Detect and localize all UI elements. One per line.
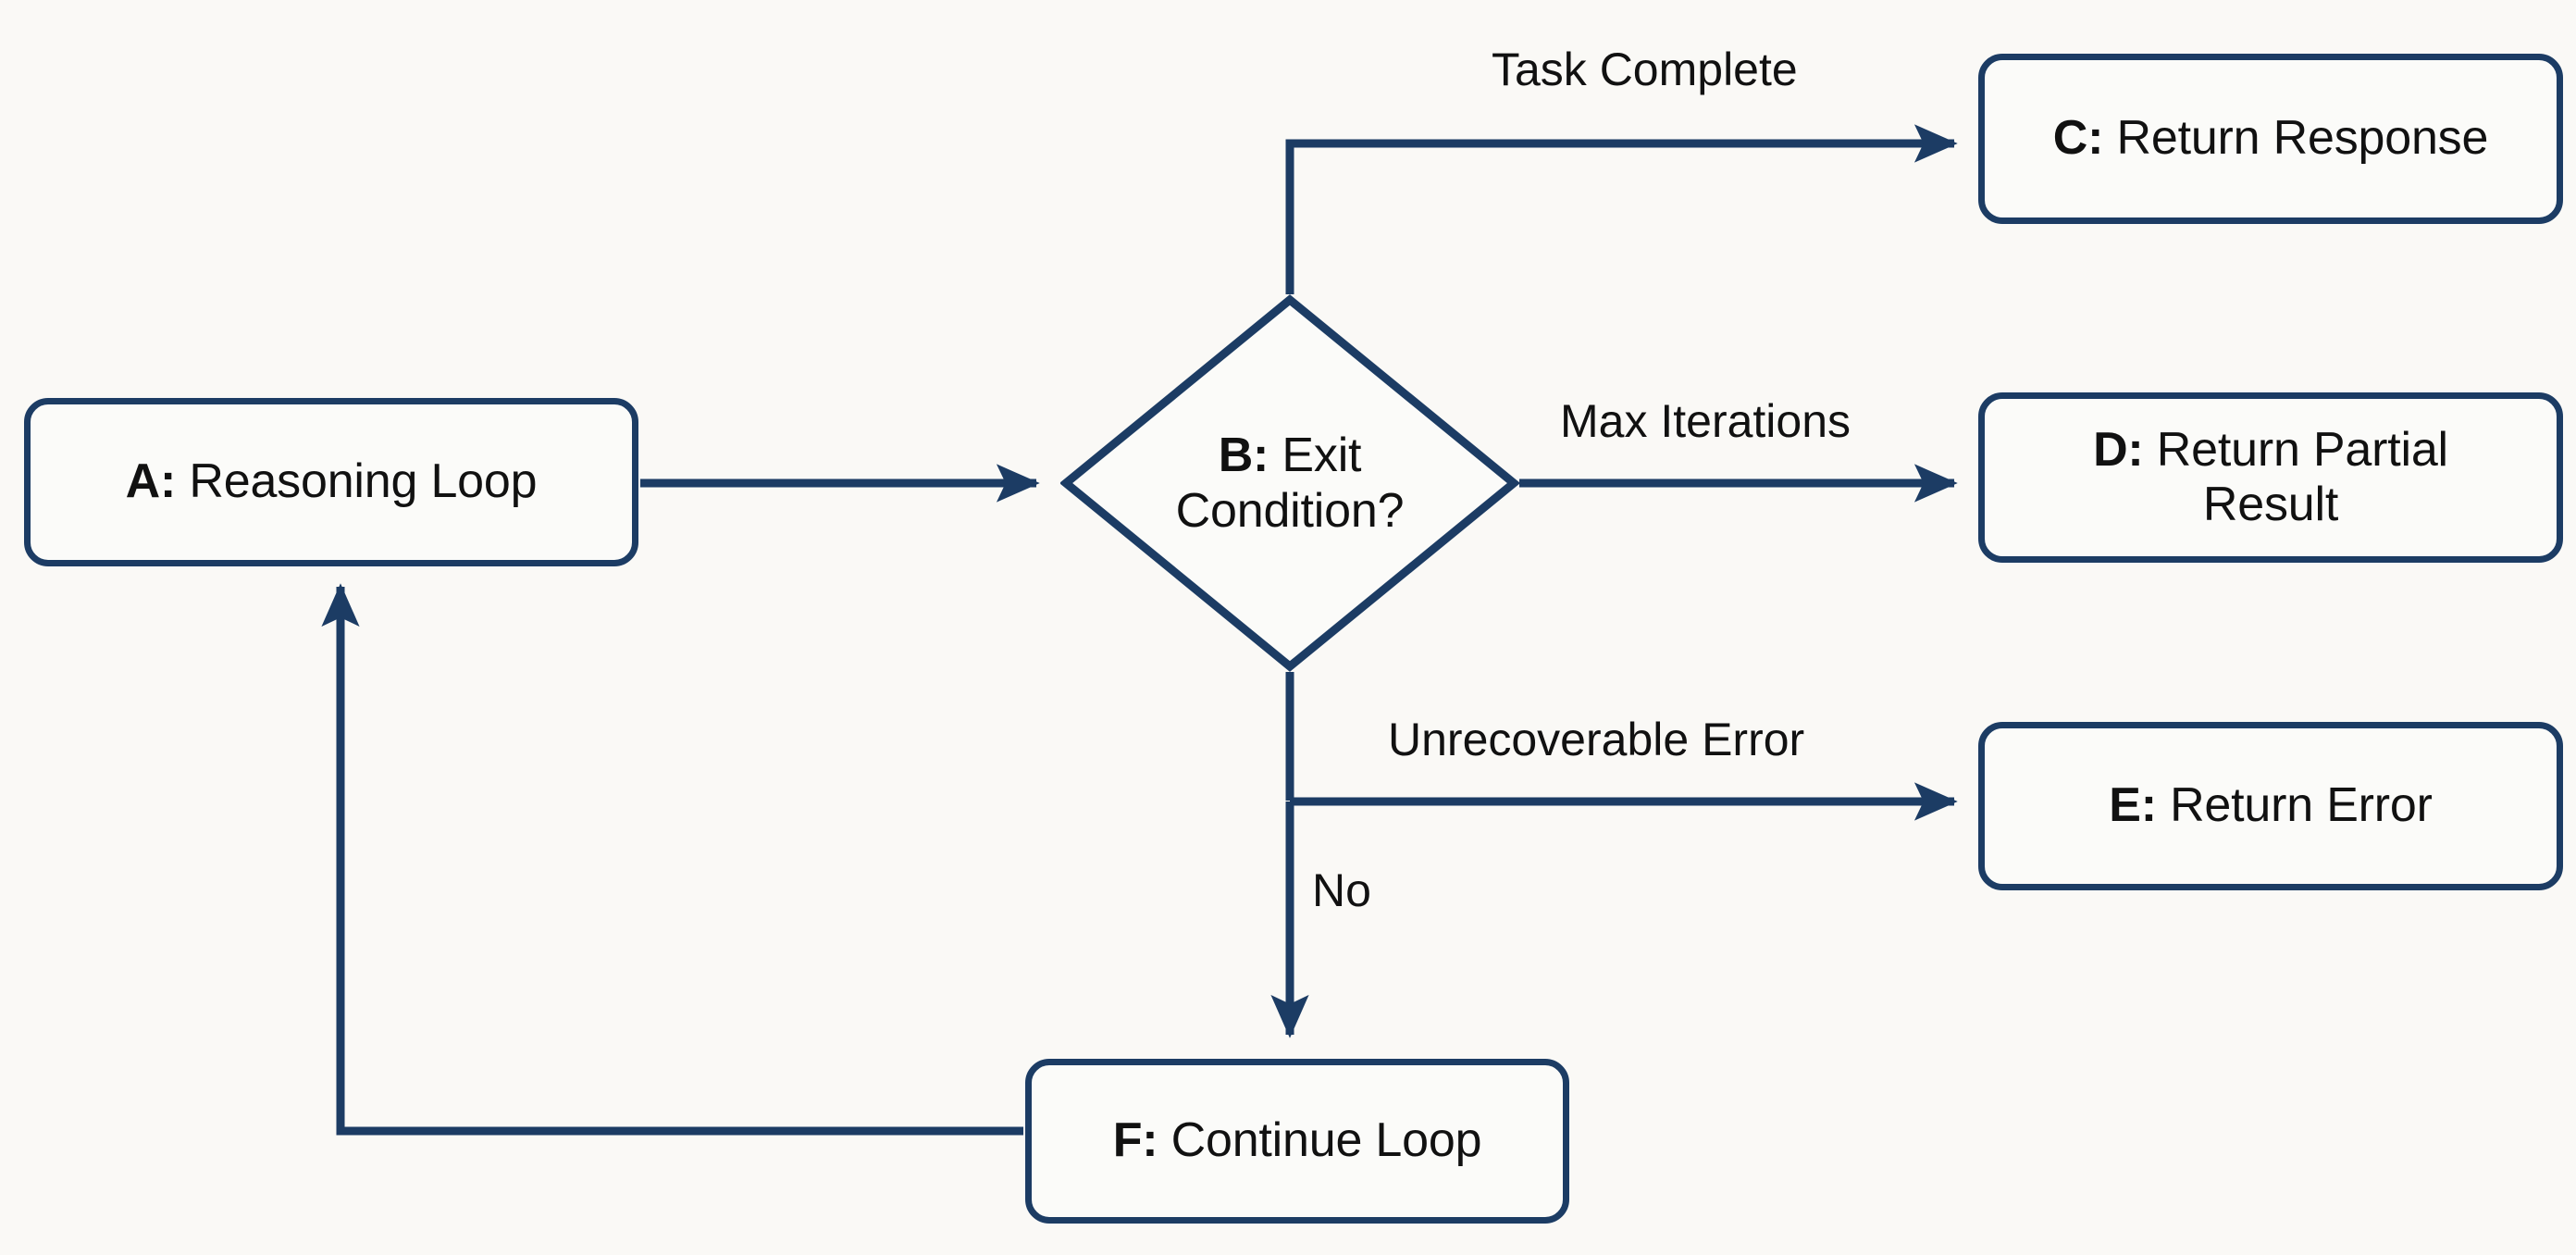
node-d-key: D:: [2093, 422, 2157, 477]
node-f-label: Continue Loop: [1170, 1113, 1482, 1168]
node-f-key: F:: [1112, 1113, 1171, 1168]
edge-label-unrecoverable-error: Unrecoverable Error: [1388, 714, 1805, 765]
node-e-key: E:: [2109, 778, 2171, 833]
node-d-label-line2: Result: [2202, 478, 2339, 531]
diamond-shape: [1060, 294, 1519, 672]
node-a-key: A:: [125, 454, 190, 509]
node-b-exit-condition[interactable]: B: Exit Condition?: [1060, 294, 1519, 672]
node-c-key: C:: [2052, 111, 2117, 166]
node-a-label: Reasoning Loop: [189, 454, 538, 509]
edge-label-no: No: [1312, 864, 1371, 916]
node-c-label: Return Response: [2116, 111, 2489, 166]
node-d-label-line1: Return Partial: [2156, 422, 2448, 477]
edge-b-to-c: [1285, 124, 1958, 294]
node-c-return-response[interactable]: C: Return Response: [1978, 54, 2563, 224]
node-e-label: Return Error: [2170, 778, 2433, 833]
node-d-return-partial-result[interactable]: D: Return Partial Result: [1978, 392, 2563, 563]
node-f-continue-loop[interactable]: F: Continue Loop: [1025, 1059, 1569, 1224]
node-e-return-error[interactable]: E: Return Error: [1978, 722, 2563, 890]
edge-label-task-complete: Task Complete: [1492, 43, 1798, 95]
edge-f-to-a: [321, 583, 1023, 1136]
node-a-reasoning-loop[interactable]: A: Reasoning Loop: [24, 398, 638, 566]
edge-label-max-iterations: Max Iterations: [1560, 395, 1852, 447]
